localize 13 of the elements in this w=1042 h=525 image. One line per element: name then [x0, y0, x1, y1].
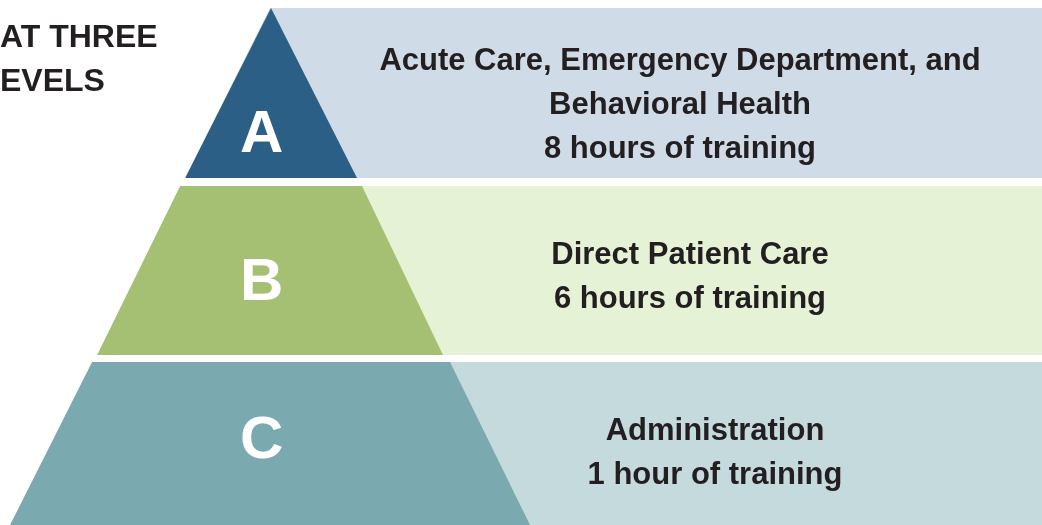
level-letter: B — [240, 250, 284, 310]
level-letter: C — [240, 408, 284, 468]
level-description: Administration — [604, 411, 826, 449]
heading: AT THREE EVELS — [0, 17, 159, 100]
level-band — [97, 186, 1042, 355]
level-description: Direct Patient Care — [550, 235, 830, 273]
training-hours: 8 hours of training — [542, 129, 818, 167]
level-description: Acute Care, Emergency Department, and Behavioral Health — [378, 41, 982, 123]
training-hours: 6 hours of training — [552, 279, 828, 317]
level-band — [185, 8, 1042, 178]
level-letter: A — [240, 102, 284, 162]
training-hours: 1 hour of training — [586, 455, 844, 493]
level-band — [10, 362, 1042, 525]
